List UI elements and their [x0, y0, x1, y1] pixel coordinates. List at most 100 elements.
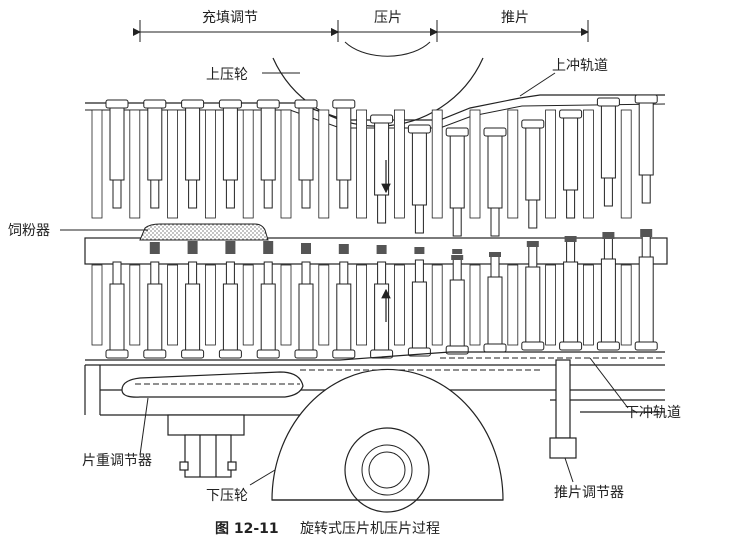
weight-adjuster-plate [121, 371, 304, 398]
turret-column-lower [393, 264, 405, 346]
lower-punch-shank [298, 283, 314, 351]
lower-punch-tip [452, 257, 462, 281]
lower-punch-shank [563, 261, 579, 343]
upper-punch-shank [449, 135, 465, 209]
upper-punch-shank [260, 107, 276, 181]
upper-punch-tip [188, 179, 198, 209]
powder-fill [452, 249, 463, 254]
powder-fill [338, 244, 349, 254]
upper-punch-head [521, 119, 545, 129]
upper-punch-shank [525, 127, 541, 201]
turret-column [431, 109, 443, 219]
powder-fill [301, 243, 311, 254]
lower-punch-tip [414, 259, 424, 283]
tablet [489, 252, 501, 257]
lower-punch-shank [336, 283, 352, 351]
label-upper-track: 上冲轨道 [552, 58, 608, 74]
upper-punch-tip [263, 179, 273, 209]
upper-punch-shank [185, 107, 201, 181]
label-push-adjuster: 推片调节器 [554, 485, 624, 501]
upper-punch-shank [600, 105, 616, 179]
lower-punch-shank [487, 276, 503, 345]
tablet [640, 229, 653, 237]
turret-column-lower [91, 264, 103, 346]
upper-punch-shank [487, 135, 503, 209]
turret-column-lower [280, 264, 292, 346]
upper-punch-head [370, 114, 394, 124]
lower-punch-tip [263, 261, 273, 285]
stage-compress: 压片 [374, 10, 402, 26]
lower-punch-head [105, 349, 129, 359]
upper-punch-head [483, 127, 507, 137]
upper-punch-tip [528, 199, 538, 229]
lower-punch-shank [109, 283, 125, 351]
upper-punch-tip [112, 179, 122, 209]
turret-column [318, 109, 330, 219]
lower-punch-tip [566, 239, 576, 263]
powder-fill [187, 241, 198, 254]
powder-fill [376, 245, 387, 254]
upper-punch-shank [563, 117, 579, 191]
upper-punch-tip [490, 207, 500, 237]
lower-punch-head [521, 341, 545, 351]
stage-dimension-bar [133, 20, 589, 42]
upper-punch-head [143, 99, 167, 109]
lower-punch-shank [600, 258, 616, 343]
turret-column-lower [545, 264, 556, 346]
tablet [526, 241, 539, 247]
tablet [602, 232, 615, 239]
turret-column [242, 109, 254, 219]
powder-fill [414, 247, 425, 254]
turret-column-lower [204, 264, 216, 346]
tablet [451, 255, 464, 260]
powder-fill [149, 242, 160, 254]
label-weight-adjuster: 片重调节器 [82, 453, 152, 469]
leader-lines [60, 72, 629, 486]
upper-punch-shank [222, 107, 238, 181]
lower-punch-tip [339, 261, 349, 285]
turret-column-lower [129, 264, 141, 346]
lower-punch-head [256, 349, 280, 359]
caption-title: 旋转式压片机压片过程 [300, 521, 440, 537]
turret-column [280, 109, 292, 219]
lower-punch-tip [112, 261, 122, 285]
stage-push: 推片 [501, 10, 529, 26]
lower-punch-tip [301, 261, 311, 285]
powder-fill [263, 241, 274, 254]
lower-punch-tip [528, 244, 538, 268]
lower-punch-tip [225, 261, 235, 285]
label-feeder: 饲粉器 [8, 223, 50, 239]
upper-punch-tip [414, 204, 424, 234]
lower-punch-tip [188, 261, 198, 285]
lower-punch-shank [260, 283, 276, 351]
label-lower-track: 下冲轨道 [625, 405, 681, 421]
lower-punch-shank [525, 266, 541, 343]
turret-column-lower [583, 264, 594, 346]
lower-punch-shank [411, 281, 427, 349]
upper-punch-shank [147, 107, 163, 181]
upper-punch-head [218, 99, 242, 109]
upper-punch-head [407, 124, 431, 134]
upper-punch-head [105, 99, 129, 109]
tablet-fills [149, 229, 653, 260]
lower-punch-shank [185, 283, 201, 351]
lower-punches [91, 234, 658, 359]
upper-punch-tip [566, 189, 576, 219]
turret-column-lower [318, 264, 330, 346]
upper-punch-shank [298, 107, 314, 181]
lower-punch-shank [638, 256, 654, 343]
turret-column [129, 109, 141, 219]
upper-punch-tip [150, 179, 160, 209]
lower-punch-head [294, 349, 318, 359]
upper-punch-tip [377, 194, 387, 224]
upper-punch-shank [109, 107, 125, 181]
turret-column-lower [242, 264, 254, 346]
upper-punch-head [332, 99, 356, 109]
label-lower-roller: 下压轮 [206, 488, 248, 504]
turret-column [545, 109, 556, 219]
upper-punch-tip [452, 207, 462, 237]
lower-punch-head [218, 349, 242, 359]
tablet [564, 236, 577, 242]
